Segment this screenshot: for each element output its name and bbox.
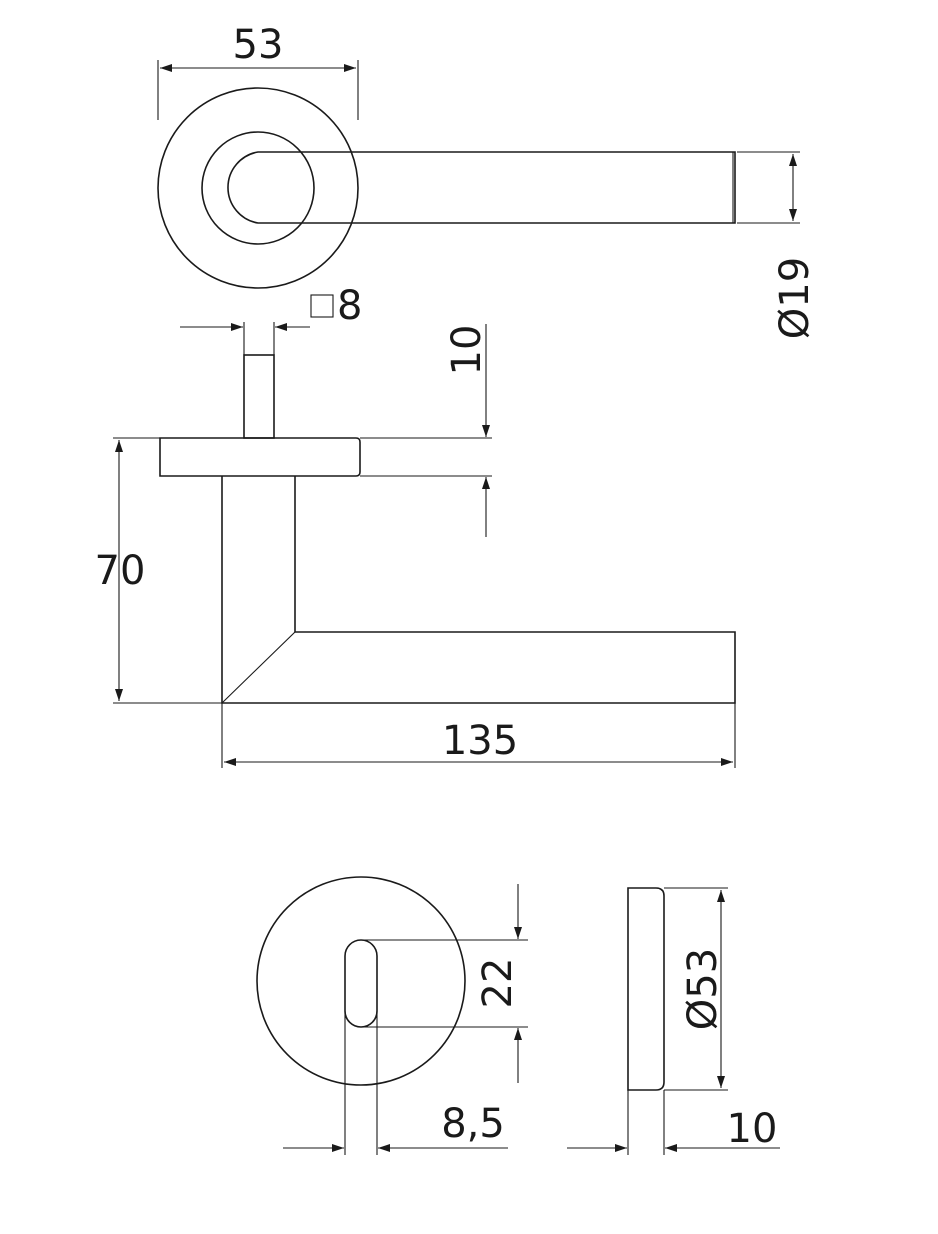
keyhole-slot — [344, 939, 378, 1028]
dim-85-label: 8,5 — [441, 1101, 505, 1147]
dim-19-label: Ø19 — [772, 257, 818, 339]
dim-135-label: 135 — [442, 718, 518, 764]
side-view: 8 10 70 135 — [95, 283, 736, 768]
rose-outline — [157, 87, 359, 289]
lever-top-outline — [227, 151, 736, 224]
top-view: 53 Ø19 — [157, 22, 818, 339]
square-symbol-icon — [310, 294, 334, 318]
escutcheon-front-view: 22 8,5 — [256, 876, 528, 1155]
dim-22-label: 22 — [475, 958, 521, 1009]
spindle — [243, 354, 275, 439]
rose-side — [159, 437, 361, 477]
dim-8-label: 8 — [337, 283, 362, 329]
lever-side-outline — [221, 476, 736, 704]
dim-70-label: 70 — [95, 548, 146, 594]
dim-10-label: 10 — [444, 325, 490, 376]
escutcheon-outline — [256, 876, 466, 1086]
dim-53-label: 53 — [233, 22, 284, 68]
lever-bend-line — [221, 631, 296, 704]
dim-10b-label: 10 — [727, 1106, 778, 1152]
dim-53d-label: Ø53 — [680, 948, 726, 1030]
escutcheon-side-view: Ø53 10 — [567, 887, 780, 1155]
escutcheon-side-outline — [627, 887, 665, 1091]
rose-inner-ring — [201, 131, 315, 245]
